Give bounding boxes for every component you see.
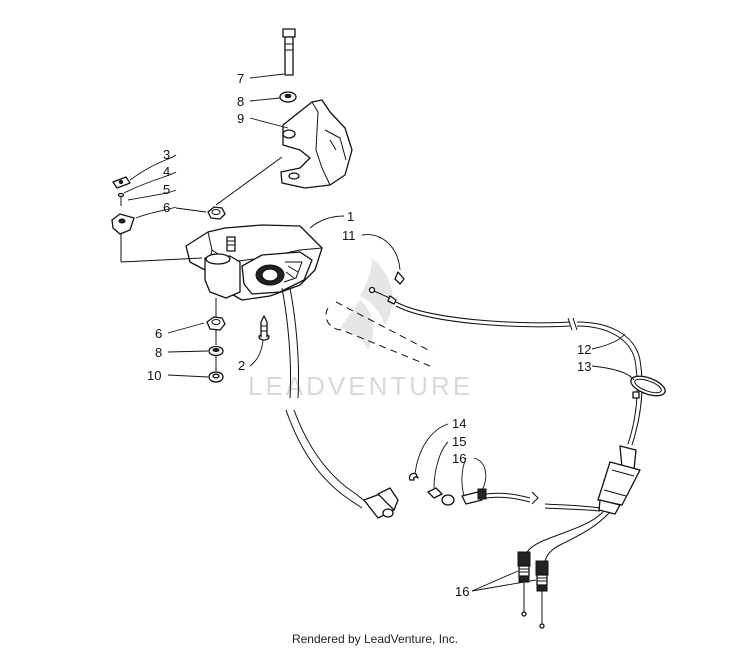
part-9-bracket — [280, 99, 353, 189]
callout-5: 5 — [163, 182, 170, 197]
part-5-bushing — [111, 213, 135, 235]
callout-8-bottom: 8 — [155, 345, 162, 360]
callout-3: 3 — [163, 147, 170, 162]
part-16-inline-adjuster — [461, 488, 539, 505]
callout-13: 13 — [577, 359, 591, 374]
callout-12: 12 — [577, 342, 591, 357]
callout-9: 9 — [237, 111, 244, 126]
part-14-clip — [408, 472, 419, 481]
part-2-screw — [258, 315, 270, 341]
callout-8-top: 8 — [237, 94, 244, 109]
part-10-lock-washer — [208, 371, 224, 383]
watermark: LEADVENTURE — [248, 258, 473, 401]
callout-2: 2 — [238, 358, 245, 373]
callout-15: 15 — [452, 434, 466, 449]
wire-harness — [281, 287, 399, 519]
part-6-nut-bottom — [206, 316, 226, 331]
callout-14: 14 — [452, 416, 466, 431]
callout-1: 1 — [347, 209, 354, 224]
assembly-lines — [120, 156, 283, 371]
part-3-washer — [112, 176, 131, 189]
part-1-throttle-housing — [185, 224, 323, 301]
handlebar-outline — [325, 301, 433, 367]
callout-7: 7 — [237, 71, 244, 86]
callout-6-top: 6 — [163, 200, 170, 215]
cable-splitter — [526, 445, 641, 563]
callout-6-bottom: 6 — [155, 326, 162, 341]
callouts: 7 8 9 3 4 5 6 1 11 6 8 10 2 12 13 14 15 … — [147, 71, 591, 599]
leader-lines — [123, 73, 635, 592]
part-7-bolt — [282, 28, 296, 76]
callout-16-left: 16 — [452, 451, 466, 466]
callout-11: 11 — [342, 228, 356, 243]
part-6-nut-top — [207, 206, 226, 220]
part-8-washer-bottom — [208, 345, 224, 357]
callout-10: 10 — [147, 368, 161, 383]
part-8-washer-top — [279, 91, 297, 103]
part-16-cable-adjusters — [517, 551, 549, 629]
watermark-text: LEADVENTURE — [248, 371, 473, 401]
part-4-screw — [117, 192, 125, 206]
part-12-throttle-cable — [368, 286, 643, 446]
callout-4: 4 — [163, 164, 170, 179]
render-credit: Rendered by LeadVenture, Inc. — [291, 632, 459, 646]
part-13-cable-tie — [630, 375, 666, 399]
callout-16-right: 16 — [455, 584, 469, 599]
part-15-connector — [427, 487, 455, 506]
part-11-clip — [394, 271, 405, 285]
